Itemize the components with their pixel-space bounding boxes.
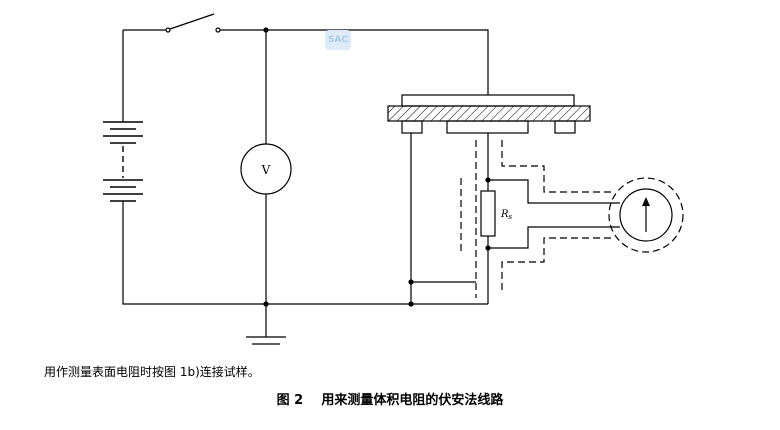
needle-arrowhead xyxy=(642,197,650,206)
figure-number: 图 2 xyxy=(276,393,304,408)
guard-electrode-left xyxy=(401,120,423,134)
shielding xyxy=(460,140,684,290)
measuring-electrode xyxy=(446,120,529,134)
galvanometer-lead-top xyxy=(488,179,620,204)
shunt-resistor xyxy=(480,190,496,237)
circuit-diagram: V Rs xyxy=(103,13,684,345)
resistor-label-main: R xyxy=(500,209,509,220)
switch-blade xyxy=(169,13,215,30)
ground-symbol xyxy=(246,336,286,345)
junction-dots xyxy=(263,27,491,307)
note-text: 用作测量表面电阻时按图 1b)连接试样。 xyxy=(44,365,260,379)
switch-contact-right xyxy=(215,27,221,33)
figure-title: 用来测量体积电阻的伏安法线路 xyxy=(321,393,504,408)
left-wire-lower xyxy=(122,201,488,305)
specimen xyxy=(387,105,591,122)
resistor-label-sub: s xyxy=(509,213,513,221)
watermark-logo: SAC xyxy=(325,30,351,50)
guard-electrode-right xyxy=(554,120,576,134)
battery xyxy=(103,121,143,202)
switch-contact-left xyxy=(165,27,171,33)
resistor-label: Rs xyxy=(500,209,513,221)
top-wire-right xyxy=(220,29,489,95)
galvanometer xyxy=(619,188,673,242)
top-electrode xyxy=(401,94,575,107)
galvanometer-lead-bottom xyxy=(488,226,620,249)
figure-caption: 图 2 用来测量体积电阻的伏安法线路 xyxy=(0,393,780,409)
voltmeter-label: V xyxy=(261,163,271,177)
